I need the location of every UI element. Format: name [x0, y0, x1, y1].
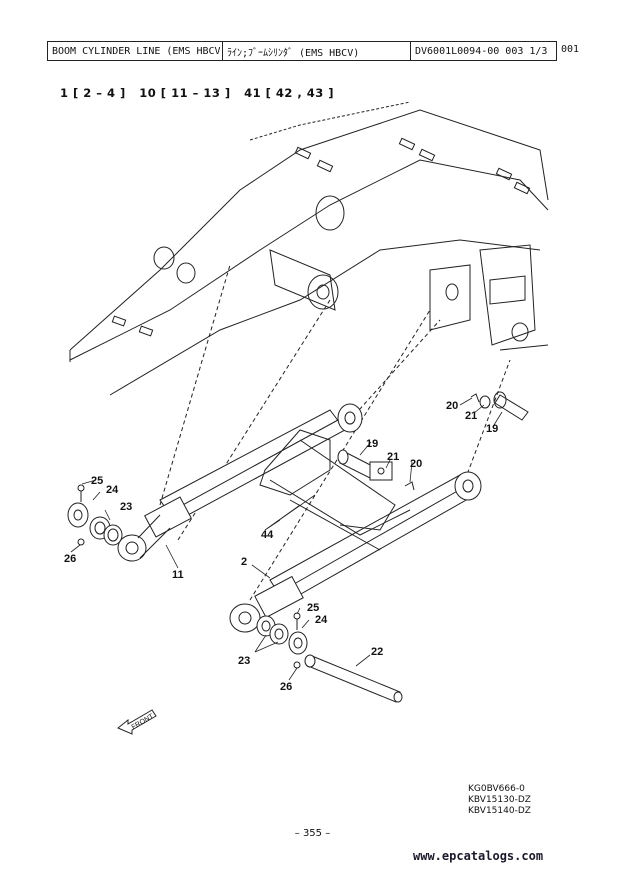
- callout-23-right: 23: [238, 655, 250, 667]
- callout-19-center: 19: [366, 438, 378, 450]
- callout-25-left: 25: [91, 475, 103, 487]
- callout-24-left: 24: [106, 484, 119, 496]
- drawing-code: KG0BV666-0: [468, 784, 525, 794]
- header-bar: BOOM CYLINDER LINE (EMS HBCV) ﾗｲﾝ;ﾌﾞｰﾑｼﾘ…: [47, 41, 557, 61]
- pin-19-right: [494, 394, 529, 421]
- pin-22: [304, 654, 403, 703]
- pin-19-center: [337, 449, 393, 481]
- front-arrow: FRONT: [117, 709, 157, 735]
- callout-20-center: 20: [410, 458, 422, 470]
- callout-20-right: 20: [446, 400, 458, 412]
- callout-19-right: 19: [486, 423, 498, 435]
- boom-outline-mid: [69, 159, 549, 361]
- boom-foot-boss-left: [315, 195, 345, 231]
- header-doc-ref: DV6001L0094-00 003 1/3: [415, 45, 548, 57]
- drawing-code: KBV15140-DZ: [468, 806, 531, 816]
- bolt-20-right: [470, 393, 480, 403]
- callout-22: 22: [371, 646, 383, 658]
- callout-23-left: 23: [120, 501, 132, 513]
- callout-21-center: 21: [387, 451, 399, 463]
- callout-21-right: 21: [465, 410, 477, 422]
- boom-cylinder-right: [229, 471, 482, 633]
- callout-24-right: 24: [315, 614, 328, 626]
- callout-25-right: 25: [307, 602, 319, 614]
- washer-set-right: [256, 612, 308, 669]
- drawing-code: KBV15130-DZ: [468, 795, 531, 805]
- header-title-japanese: ﾗｲﾝ;ﾌﾞｰﾑｼﾘﾝﾀﾞ (EMS HBCV): [223, 42, 411, 60]
- callout-26-left: 26: [64, 553, 76, 565]
- frame-bracket: [429, 264, 471, 331]
- header-title: BOOM CYLINDER LINE (EMS HBCV): [48, 42, 223, 60]
- website-watermark[interactable]: www.epcatalogs.com: [413, 849, 544, 863]
- boom-cylinder-mount-boss: [307, 274, 339, 310]
- drawing-codes: KG0BV666-0 KBV15130-DZ KBV15140-DZ: [468, 784, 531, 817]
- washer-set-left: [67, 484, 123, 546]
- page-number: – 355 –: [294, 828, 331, 839]
- bolt-20-center: [404, 481, 415, 491]
- assembly-index: 1 [ 2 – 4 ] 10 [ 11 – 13 ] 41 [ 42 , 43 …: [60, 86, 335, 100]
- plate-21-right: [479, 395, 491, 409]
- hydraulic-lines-44: [259, 429, 411, 551]
- callout-2: 2: [241, 556, 247, 568]
- callout-26-right: 26: [280, 681, 292, 693]
- boom-outline-bottom: [109, 239, 541, 396]
- boom-outline-top: [69, 109, 549, 351]
- callout-11: 11: [172, 569, 184, 581]
- header-page-code: 001: [561, 44, 580, 55]
- callout-44: 44: [261, 529, 274, 541]
- boom-cylinder-left: [117, 403, 363, 562]
